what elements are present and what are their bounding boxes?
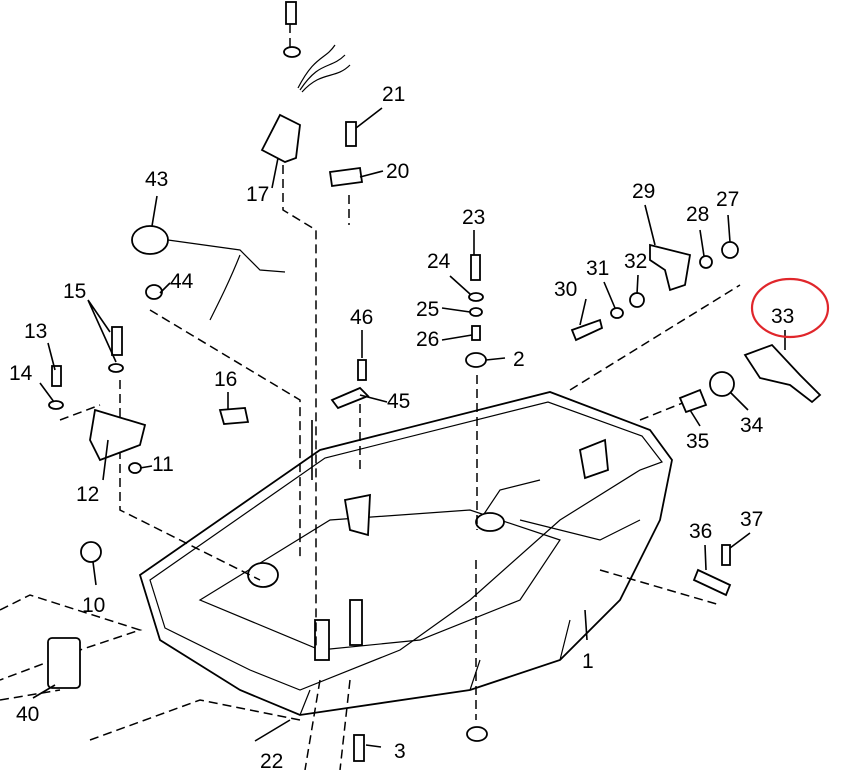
callout-13[interactable]: 13 [24, 320, 47, 343]
callout-32[interactable]: 32 [624, 250, 647, 273]
callout-36[interactable]: 36 [689, 520, 712, 543]
callout-12[interactable]: 12 [76, 483, 99, 506]
callout-11[interactable]: 11 [152, 453, 174, 476]
callout-31[interactable]: 31 [586, 257, 609, 280]
leader-lines [32, 107, 786, 748]
callout-10[interactable]: 10 [82, 594, 105, 617]
callout-21[interactable]: 21 [382, 83, 405, 106]
callout-29[interactable]: 29 [632, 180, 655, 203]
callout-23[interactable]: 23 [462, 206, 485, 229]
callout-25[interactable]: 25 [416, 298, 439, 321]
callout-17[interactable]: 17 [246, 183, 269, 206]
callout-37[interactable]: 37 [740, 508, 763, 531]
callout-20[interactable]: 20 [386, 160, 409, 183]
callout-30[interactable]: 30 [554, 278, 577, 301]
callouts: 21 20 17 43 44 15 13 14 12 11 16 46 45 2… [9, 83, 794, 770]
callout-43[interactable]: 43 [145, 168, 168, 191]
callout-15[interactable]: 15 [63, 280, 86, 303]
callout-28[interactable]: 28 [686, 203, 709, 226]
callout-34[interactable]: 34 [740, 414, 764, 437]
callout-14[interactable]: 14 [9, 362, 33, 385]
callout-45[interactable]: 45 [387, 390, 410, 413]
callout-27[interactable]: 27 [716, 188, 739, 211]
callout-16[interactable]: 16 [214, 368, 237, 391]
callout-22[interactable]: 22 [260, 750, 283, 770]
callout-40[interactable]: 40 [16, 703, 39, 726]
callout-35[interactable]: 35 [686, 430, 709, 453]
callout-44[interactable]: 44 [170, 270, 194, 293]
callout-3[interactable]: 3 [394, 740, 406, 763]
callout-24[interactable]: 24 [427, 250, 451, 273]
small-parts [47, 1, 822, 762]
highlight-circle [750, 277, 830, 339]
callout-33[interactable]: 33 [771, 305, 794, 328]
callout-46[interactable]: 46 [350, 306, 373, 329]
callout-26[interactable]: 26 [416, 328, 439, 351]
callout-1[interactable]: 1 [582, 650, 594, 673]
bottom-cowl [138, 391, 673, 716]
callout-2[interactable]: 2 [513, 348, 525, 371]
